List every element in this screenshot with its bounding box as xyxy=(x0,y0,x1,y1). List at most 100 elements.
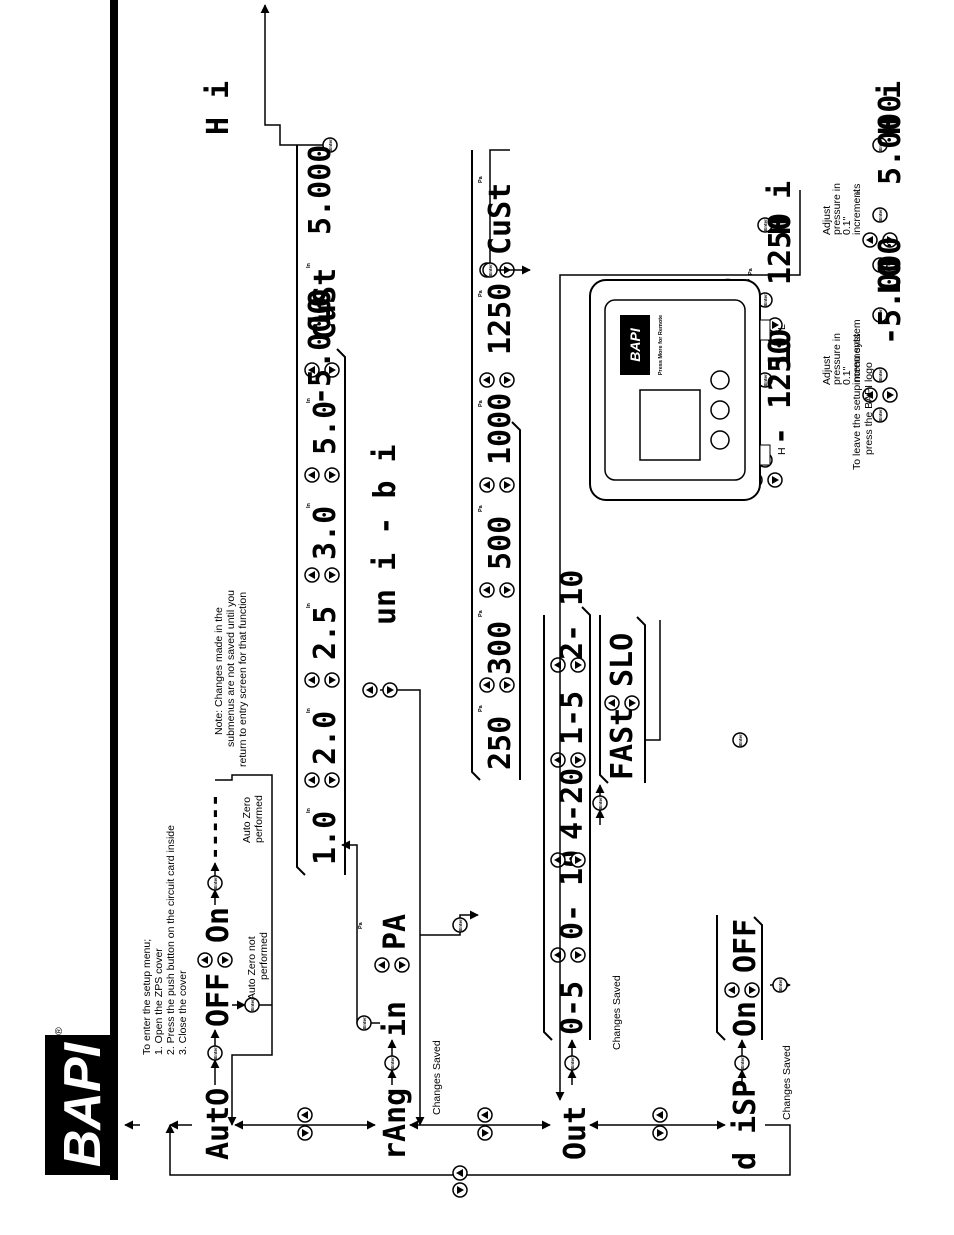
adjust-in-lo-0: Adjust xyxy=(821,356,833,385)
updown-rang-out[interactable] xyxy=(477,1107,493,1141)
enter-button-cust-in-hi-val[interactable]: Enter xyxy=(872,207,888,223)
svg-text:Enter: Enter xyxy=(362,1017,367,1029)
updown-uni-bi[interactable] xyxy=(362,682,398,698)
cust-in-lo: LO xyxy=(303,289,338,325)
updown-cust-in-lo[interactable] xyxy=(862,387,898,403)
svg-text:Enter: Enter xyxy=(390,1057,395,1069)
updown-range-in-1[interactable] xyxy=(304,672,340,688)
enter-button-auto-on[interactable]: Enter xyxy=(207,875,223,891)
enter-button-cust-in[interactable]: Enter xyxy=(322,137,338,153)
range-pa-unit-0: Pa xyxy=(478,704,484,712)
updown-speed[interactable] xyxy=(604,695,640,711)
enter-button-cust-in-hi[interactable]: Enter xyxy=(872,137,888,153)
updown-range-pa-0[interactable] xyxy=(479,677,515,693)
updown-range-in-3[interactable] xyxy=(304,467,340,483)
svg-text:Enter: Enter xyxy=(878,369,883,381)
bapi-logo[interactable]: BAPI ® xyxy=(45,1027,117,1175)
range-pa-3: 1000 xyxy=(483,393,518,465)
auto-zero-performed-1: Auto Zero xyxy=(241,797,253,843)
auto-on: On xyxy=(201,907,236,943)
menu-disp: d iSP xyxy=(728,1080,763,1170)
range-in-5: CuSt xyxy=(308,268,343,340)
changes-saved-out: Changes Saved xyxy=(611,975,623,1050)
adjust-in-hi-2: 0.1" xyxy=(841,216,853,235)
note: Note: Changes made in the submenus are n… xyxy=(213,590,249,767)
range-pa-1: 300 xyxy=(483,621,518,675)
svg-text:Enter: Enter xyxy=(878,209,883,221)
updown-range-pa-2[interactable] xyxy=(479,477,515,493)
updown-auto-rang[interactable] xyxy=(297,1107,313,1141)
device-logo-badge xyxy=(620,315,650,375)
enter-button-cust-in-lo-val[interactable]: Enter xyxy=(872,367,888,383)
updown-auto-off-on[interactable] xyxy=(197,952,233,968)
adjust-in-hi-3: increments xyxy=(851,184,863,235)
enter-button-disp-save[interactable]: Enter xyxy=(772,977,788,993)
updown-range-in-0[interactable] xyxy=(304,772,340,788)
svg-text:L: L xyxy=(776,324,788,330)
enter-button-rang[interactable]: Enter xyxy=(384,1055,400,1071)
svg-text:Enter: Enter xyxy=(213,1047,218,1059)
enter-button-rang-in[interactable]: Enter xyxy=(356,1015,372,1031)
updown-rang-in-pa[interactable] xyxy=(374,957,410,973)
device-down-button[interactable] xyxy=(710,430,730,450)
enter-button-out[interactable]: Enter xyxy=(564,1055,580,1071)
updown-disp[interactable] xyxy=(724,982,760,998)
updown-cust-in-hi[interactable] xyxy=(862,232,898,248)
exit-note-line-2: press the BAPI logo xyxy=(863,362,875,455)
cust-in-row-hi-val: 5.000 xyxy=(873,95,908,185)
changes-saved-disp: Changes Saved xyxy=(781,1045,793,1120)
instructions-title: To enter the setup menu; xyxy=(141,939,153,1055)
svg-text:Enter: Enter xyxy=(763,219,768,231)
device-enter-button[interactable] xyxy=(710,400,730,420)
updown-output-2[interactable] xyxy=(550,752,586,768)
range-in-unit-0: In xyxy=(306,807,312,813)
updown-loop[interactable] xyxy=(452,1165,468,1198)
updown-range-in-4[interactable] xyxy=(304,362,340,378)
enter-button-auto[interactable]: Enter xyxy=(207,1045,223,1061)
cust-in-hi-val: 5.000 xyxy=(303,145,338,235)
svg-text:In: In xyxy=(856,189,862,195)
svg-text:H: H xyxy=(776,447,788,455)
updown-range-pa-3[interactable] xyxy=(479,372,515,388)
enter-button-speed-save[interactable]: Enter xyxy=(732,732,748,748)
svg-text:Enter: Enter xyxy=(598,797,603,809)
enter-button-cust-in-adj-lo[interactable]: Enter xyxy=(872,407,888,423)
svg-text:Press More for Remote: Press More for Remote xyxy=(658,315,664,375)
rang-in: in xyxy=(378,1001,413,1037)
enter-button-cust-pa-hi[interactable]: Enter xyxy=(757,217,773,233)
svg-text:Enter: Enter xyxy=(778,979,783,991)
enter-button-cust-in-lo[interactable]: Enter xyxy=(872,307,888,323)
svg-text:Pa: Pa xyxy=(748,267,754,275)
enter-button-auto-off[interactable]: Enter xyxy=(244,997,260,1013)
range-pa-2: 500 xyxy=(483,516,518,570)
cust-in-row-lo-val: -5.000 xyxy=(873,237,908,345)
cust-in-hi: H i xyxy=(201,81,236,135)
range-pa-unit-4: Pa xyxy=(478,289,484,297)
enter-button-speed[interactable]: Enter xyxy=(592,795,608,811)
enter-button-cust-in-adj-hi[interactable]: Enter xyxy=(872,257,888,273)
range-in-4: 5.0 xyxy=(308,401,343,455)
cust-pa-row-hi-val: 1250 xyxy=(763,213,798,285)
auto-zero-not-performed-2: performed xyxy=(258,932,270,980)
output-4: 2- 10 xyxy=(555,570,590,660)
auto-dash: ----- xyxy=(203,794,228,860)
device-display xyxy=(639,389,701,461)
enter-button-rang-pa[interactable]: Enter xyxy=(452,917,468,933)
svg-text:Enter: Enter xyxy=(328,139,333,151)
zps-device: BAPI Press More for Remote H L xyxy=(589,279,788,501)
updown-range-pa-1[interactable] xyxy=(479,582,515,598)
device-up-button[interactable] xyxy=(710,370,730,390)
updown-out-disp[interactable] xyxy=(652,1107,668,1141)
enter-button-cust-pa[interactable]: Enter xyxy=(482,262,498,278)
enter-button-disp[interactable]: Enter xyxy=(734,1055,750,1071)
range-pa-0: 250 xyxy=(483,716,518,770)
updown-range-in-2[interactable] xyxy=(304,567,340,583)
updown-output-3[interactable] xyxy=(550,657,586,673)
svg-text:Enter: Enter xyxy=(763,374,768,386)
note-line-1: Note: Changes made in the xyxy=(213,607,225,735)
range-pa-unit-1: Pa xyxy=(478,609,484,617)
updown-output-0[interactable] xyxy=(550,947,586,963)
range-pa-unit-3: Pa xyxy=(478,399,484,407)
